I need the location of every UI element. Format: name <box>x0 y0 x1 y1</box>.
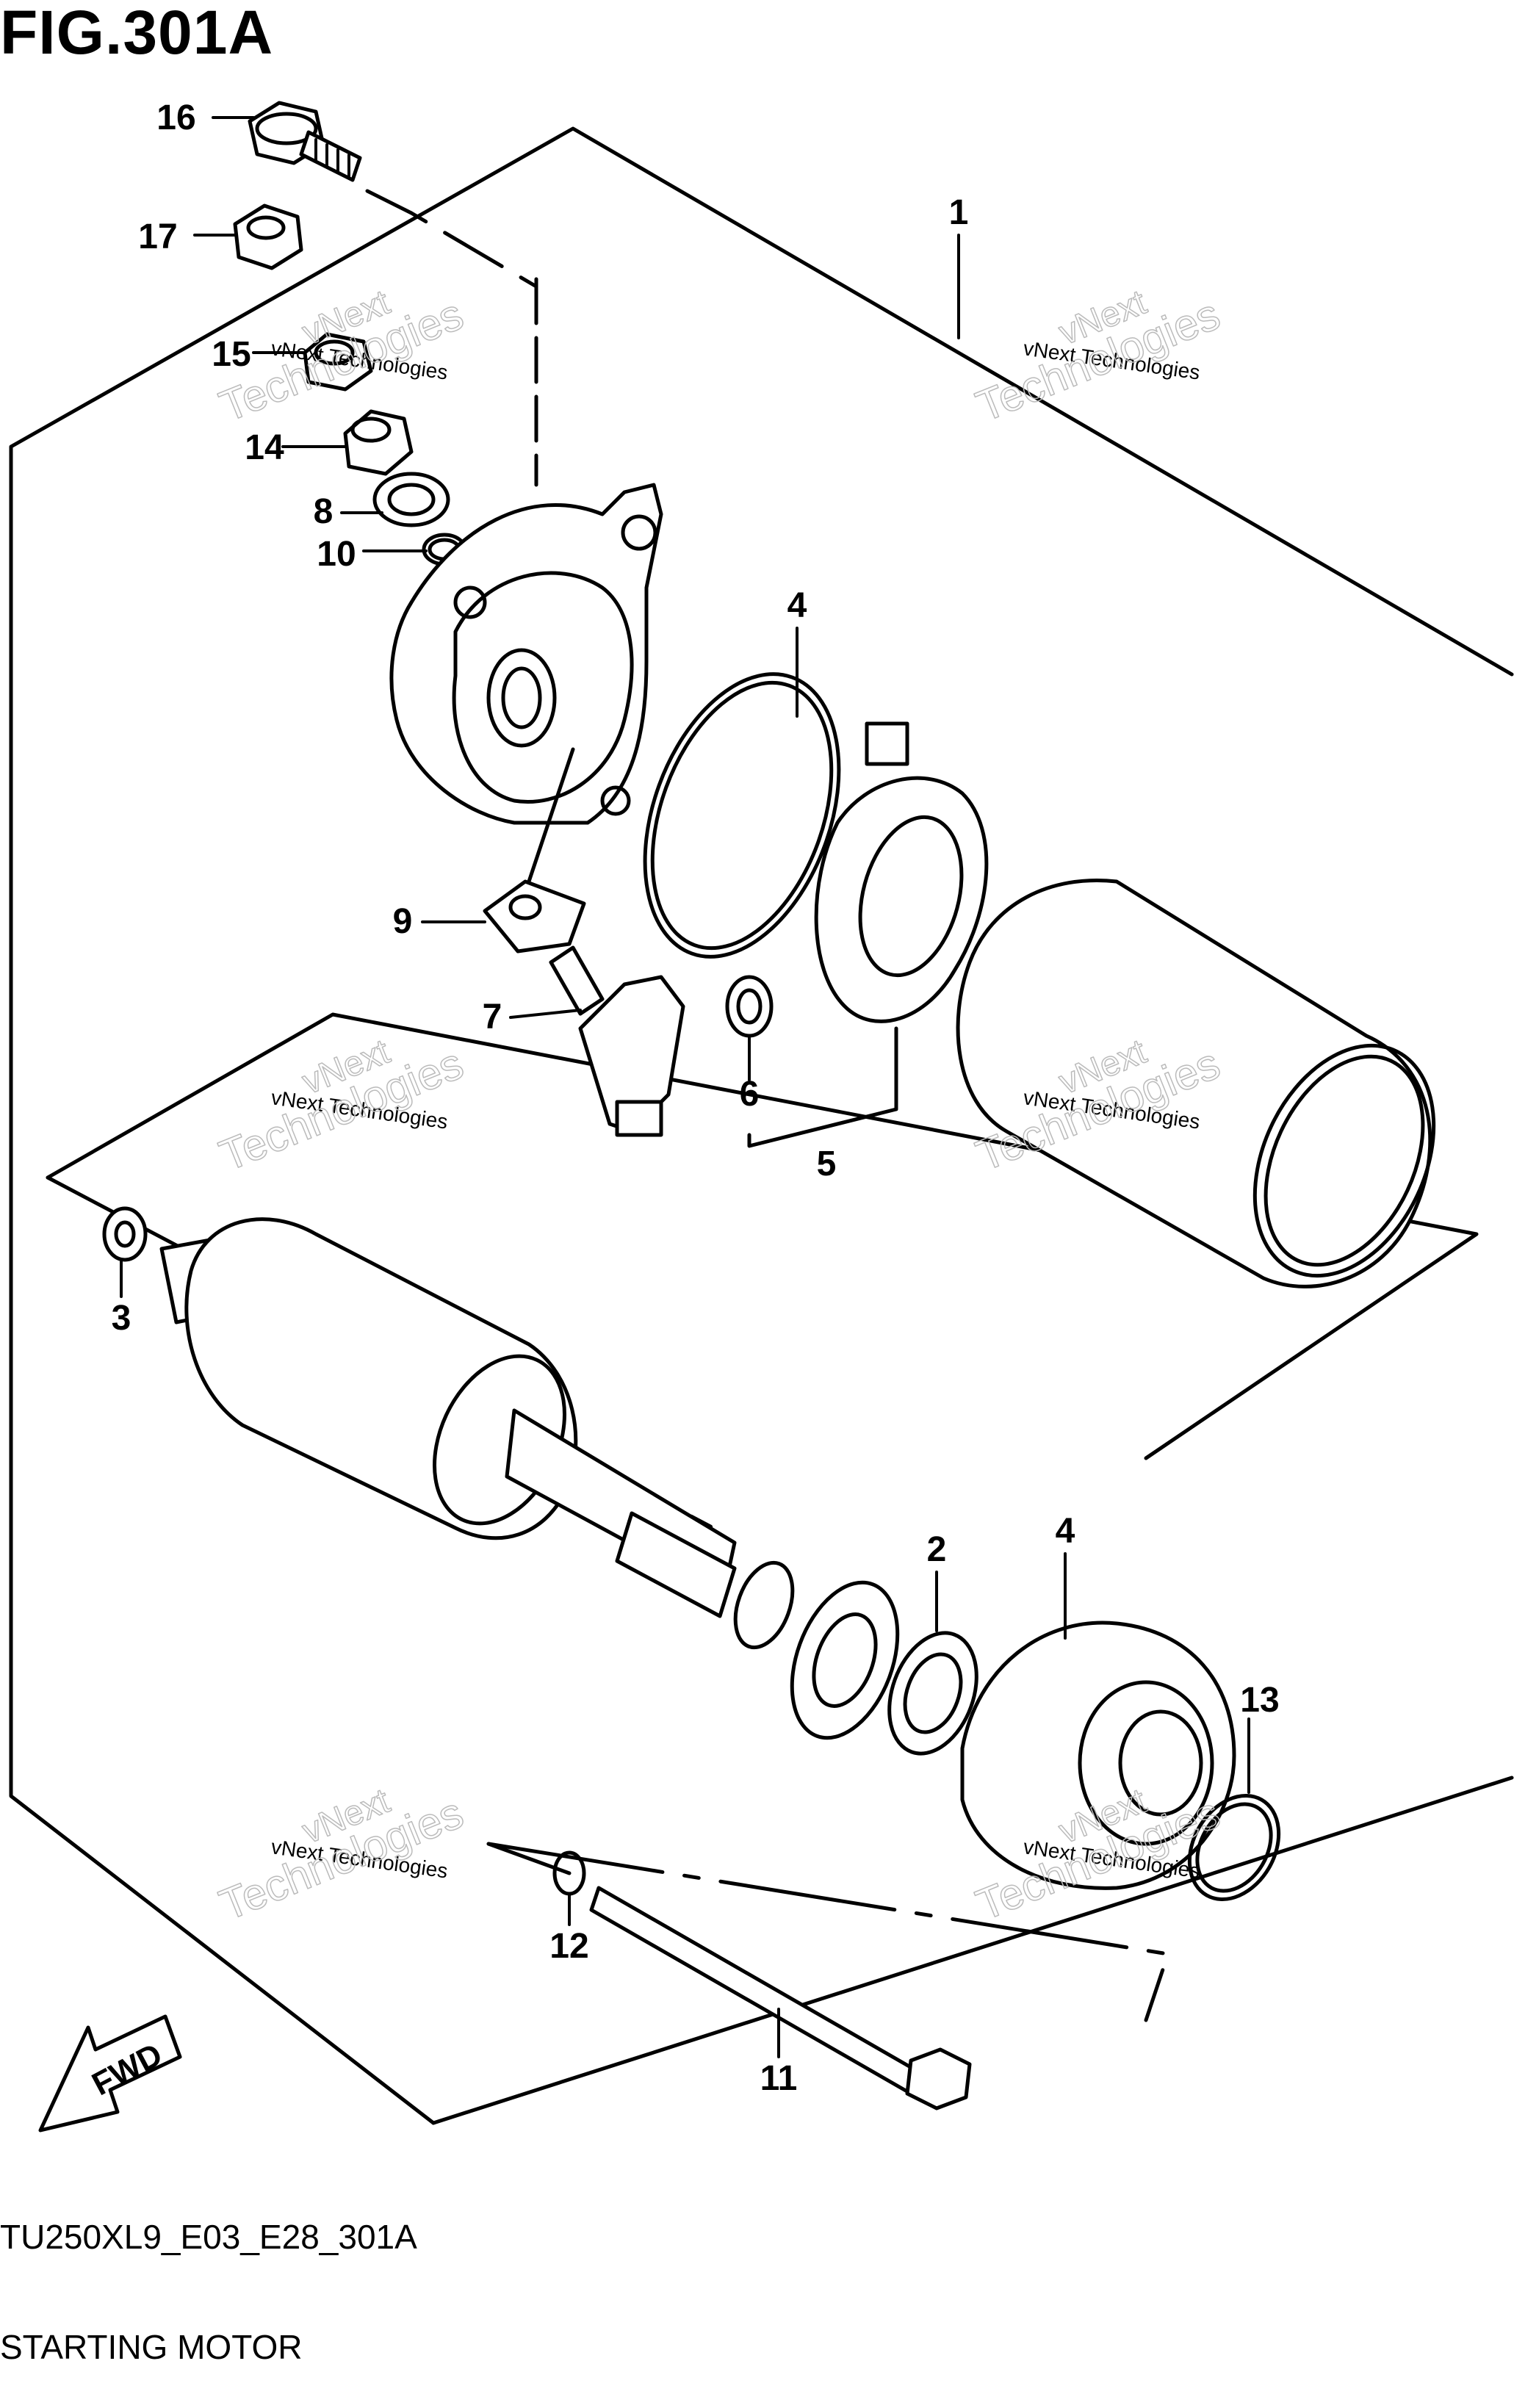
drawing-name: STARTING MOTOR <box>0 2328 303 2366</box>
callout-5: 5 <box>817 1144 837 1183</box>
drawing-code: TU250XL9_E03_E28_301A <box>0 2218 417 2256</box>
brush-plate-5 <box>747 721 989 1148</box>
callout-12: 12 <box>549 1927 588 1966</box>
nut-15 <box>303 332 373 392</box>
o-ring-4-rear <box>643 672 841 959</box>
callout-4-front: 4 <box>1056 1512 1075 1551</box>
callout-1: 1 <box>949 193 969 232</box>
callout-6: 6 <box>740 1075 760 1114</box>
callout-4-rear: 4 <box>787 586 807 625</box>
callout-8: 8 <box>314 492 334 531</box>
callout-9: 9 <box>393 902 413 941</box>
figure-title: FIG.301A <box>0 0 274 67</box>
yoke-case <box>956 879 1436 1288</box>
bearing-6 <box>725 975 774 1038</box>
callout-numbers: 1 2 3 4 4 5 6 7 8 9 10 11 12 13 14 15 16… <box>112 98 1280 2098</box>
snap-ring <box>733 1560 795 1650</box>
callout-11: 11 <box>760 2059 798 2098</box>
assembly-outline <box>9 126 1514 2125</box>
callout-16: 16 <box>156 98 195 137</box>
callout-13: 13 <box>1240 1681 1279 1720</box>
callout-10: 10 <box>317 535 356 574</box>
callout-2: 2 <box>927 1530 947 1569</box>
watermark-5: vNext Technologies Technologies vNext <box>212 1781 470 1930</box>
callout-3: 3 <box>112 1299 131 1338</box>
nut-14 <box>343 409 414 476</box>
callout-15: 15 <box>212 335 250 374</box>
washer-3 <box>102 1206 148 1262</box>
callout-7: 7 <box>483 998 502 1037</box>
watermark-2: vNext Technologies Technologies vNext <box>969 282 1227 431</box>
thru-bolt-11 <box>589 1886 972 2110</box>
leader-lines <box>120 116 1250 2058</box>
brush-holder-7 <box>549 945 685 1137</box>
bearing-drive-end <box>790 1580 900 1740</box>
bolt-16 <box>248 101 538 289</box>
o-ring-13 <box>1187 1793 1281 1902</box>
callout-14: 14 <box>245 428 284 467</box>
seal-8 <box>372 472 450 527</box>
watermark-1: vNext Technologies Technologies vNext <box>212 282 470 431</box>
watermark-3: vNext Technologies Technologies vNext <box>212 1031 470 1180</box>
armature <box>159 1217 737 1618</box>
callout-17: 17 <box>138 217 177 256</box>
front-cover <box>960 1621 1236 1890</box>
fwd-arrow: FWD <box>38 2014 182 2133</box>
plate-9 <box>483 747 586 954</box>
rear-cover <box>389 277 663 825</box>
oil-seal-2 <box>887 1631 978 1756</box>
nut-17 <box>233 203 303 270</box>
